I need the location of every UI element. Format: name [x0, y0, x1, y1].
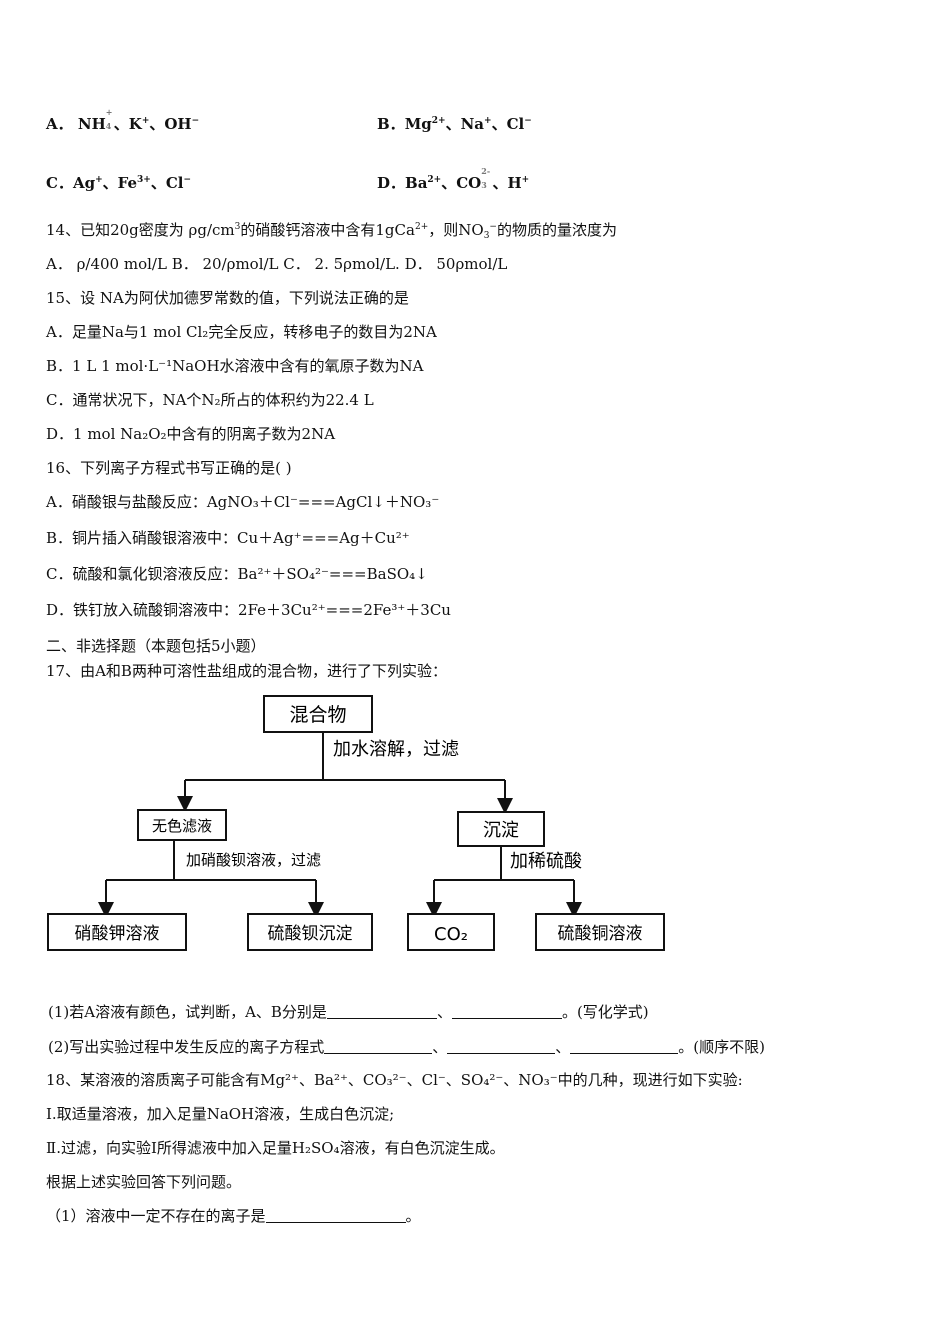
flow-right-b-box	[535, 913, 665, 951]
q16-option-d: D．铁钉放入硫酸铜溶液中：2Fe＋3Cu²⁺===2Fe³⁺＋3Cu	[46, 601, 451, 619]
q18-step1: Ⅰ.取适量溶液，加入足量NaOH溶液，生成白色沉淀;	[46, 1105, 395, 1123]
q15-option-a: A．足量Na与1 mol Cl₂完全反应，转移电子的数目为2NA	[46, 323, 437, 341]
section-heading: 二、非选择题（本题包括5小题）	[46, 637, 266, 655]
q18-step2: Ⅱ.过滤，向实验Ⅰ所得滤液中加入足量H₂SO₄溶液，有白色沉淀生成。	[46, 1139, 505, 1157]
q16-option-a: A．硝酸银与盐酸反应：AgNO₃＋Cl⁻===AgCl↓＋NO₃⁻	[46, 493, 440, 511]
answer-blank[interactable]	[265, 1208, 406, 1223]
answer-blank[interactable]	[324, 1039, 433, 1054]
flow-left-label: 无色滤液	[152, 817, 212, 835]
q16-option-b: B．铜片插入硝酸银溶液中：Cu＋Ag⁺===Ag＋Cu²⁺	[46, 529, 410, 547]
flow-left-a-box	[47, 913, 187, 951]
q18-stem: 18、某溶液的溶质离子可能含有Mg²⁺、Ba²⁺、CO₃²⁻、Cl⁻、SO₄²⁻…	[46, 1071, 743, 1089]
flow-root-label: 混合物	[289, 704, 346, 726]
q17-stem: 17、由A和B两种可溶性盐组成的混合物，进行了下列实验：	[46, 662, 447, 680]
q15-option-b: B．1 L 1 mol·L⁻¹NaOH水溶液中含有的氧原子数为NA	[46, 357, 424, 375]
q18-instruction: 根据上述实验回答下列问题。	[46, 1173, 242, 1191]
answer-blank[interactable]	[451, 1004, 562, 1019]
q18-part1: （1）溶液中一定不存在的离子是。	[46, 1207, 421, 1225]
q17-part1: (1)若A溶液有颜色，试判断，A、B分别是、。(写化学式)	[48, 1003, 649, 1021]
q16-option-c: C．硫酸和氯化钡溶液反应：Ba²⁺＋SO₄²⁻===BaSO₄↓	[46, 565, 428, 583]
flow-right-label: 沉淀	[483, 820, 519, 841]
flow-step1-label: 加水溶解，过滤	[333, 739, 459, 760]
flow-left-a-label: 硝酸钾溶液	[75, 924, 160, 944]
q13-option-a: A． NH+4、K+、OH−	[46, 107, 200, 133]
q16-stem: 16、下列离子方程式书写正确的是( )	[46, 459, 292, 477]
answer-blank[interactable]	[570, 1039, 679, 1054]
q17-flowchart: 混合物 加水溶解，过滤 无色滤液 加硝酸钡溶液，过滤 硝酸钾溶液 硫酸钡沉淀 沉…	[47, 695, 665, 951]
q13-option-b: B．Mg2+、Na+、Cl−	[377, 115, 532, 133]
q14-stem: 14、已知20g密度为 ρg/cm3的硝酸钙溶液中含有1gCa2+，则NO3−的…	[46, 221, 617, 241]
flow-root-box	[263, 695, 373, 733]
flow-right-a-label: CO₂	[434, 924, 468, 945]
flow-right-step-label: 加稀硫酸	[510, 851, 582, 872]
q15-option-c: C．通常状况下，NA个N₂所占的体积约为22.4 L	[46, 391, 374, 409]
flow-left-b-box	[247, 913, 373, 951]
answer-blank[interactable]	[447, 1039, 556, 1054]
q17-part2: (2)写出实验过程中发生反应的离子方程式、、。(顺序不限)	[48, 1038, 765, 1056]
q13-option-c: C．Ag+、Fe3+、Cl−	[46, 174, 192, 192]
q14-options: A． ρ/400 mol/L B． 20/ρmol/L C． 2. 5ρmol/…	[46, 255, 508, 273]
flow-left-b-label: 硫酸钡沉淀	[268, 924, 353, 944]
flow-right-a-box	[407, 913, 495, 951]
answer-blank[interactable]	[326, 1004, 437, 1019]
flow-left-box	[137, 809, 227, 841]
q15-option-d: D．1 mol Na₂O₂中含有的阴离子数为2NA	[46, 425, 336, 443]
flow-right-b-label: 硫酸铜溶液	[558, 924, 643, 944]
q15-stem: 15、设 NA为阿伏加德罗常数的值，下列说法正确的是	[46, 289, 409, 307]
flow-left-step-label: 加硝酸钡溶液，过滤	[186, 851, 321, 869]
